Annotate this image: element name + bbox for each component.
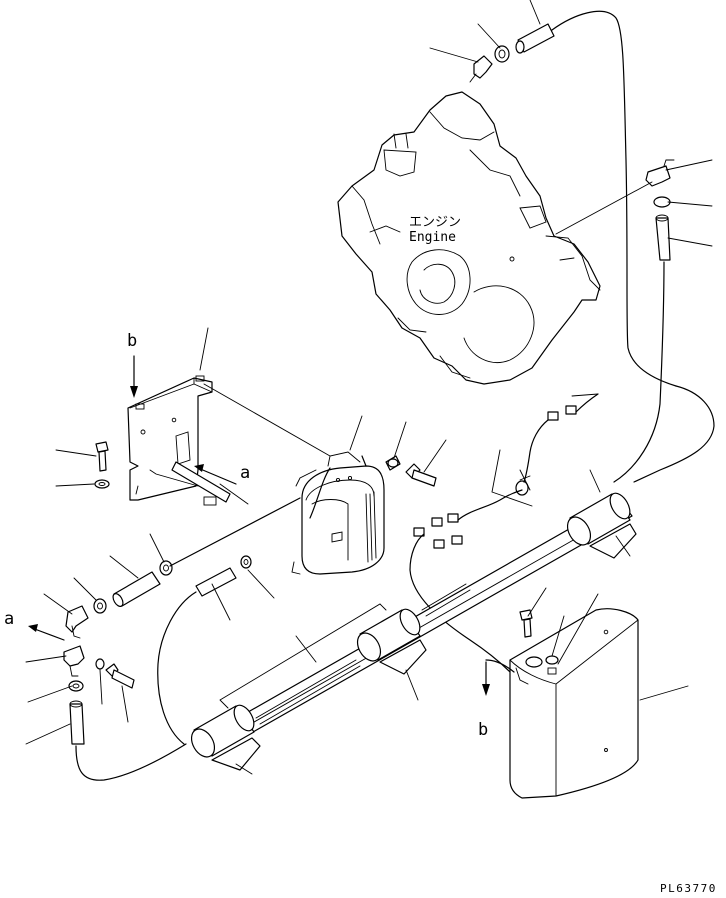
callout-a-bracket: a <box>240 463 250 483</box>
engine-outline: エンジン Engine <box>337 91 601 385</box>
mounting-bracket <box>127 375 231 506</box>
callout-arrows <box>28 355 490 696</box>
callout-b-bottom: b <box>478 720 488 740</box>
tank <box>485 608 639 799</box>
callout-a-left: a <box>4 609 14 629</box>
controller-unit <box>291 451 385 575</box>
harness-connectors <box>309 393 599 673</box>
right-fittings <box>613 159 715 483</box>
callout-b-top: b <box>127 331 137 351</box>
engine-label-ja: エンジン <box>409 215 461 230</box>
bracket-bolt <box>94 441 110 489</box>
left-parts <box>63 497 301 781</box>
controller-bolt <box>385 455 437 487</box>
drawing-number: PL63770 <box>660 882 717 895</box>
leader-lines <box>25 0 713 775</box>
engine-label-en: Engine <box>409 230 456 245</box>
main-tube-assembly <box>190 492 637 771</box>
top-fittings <box>469 10 677 387</box>
